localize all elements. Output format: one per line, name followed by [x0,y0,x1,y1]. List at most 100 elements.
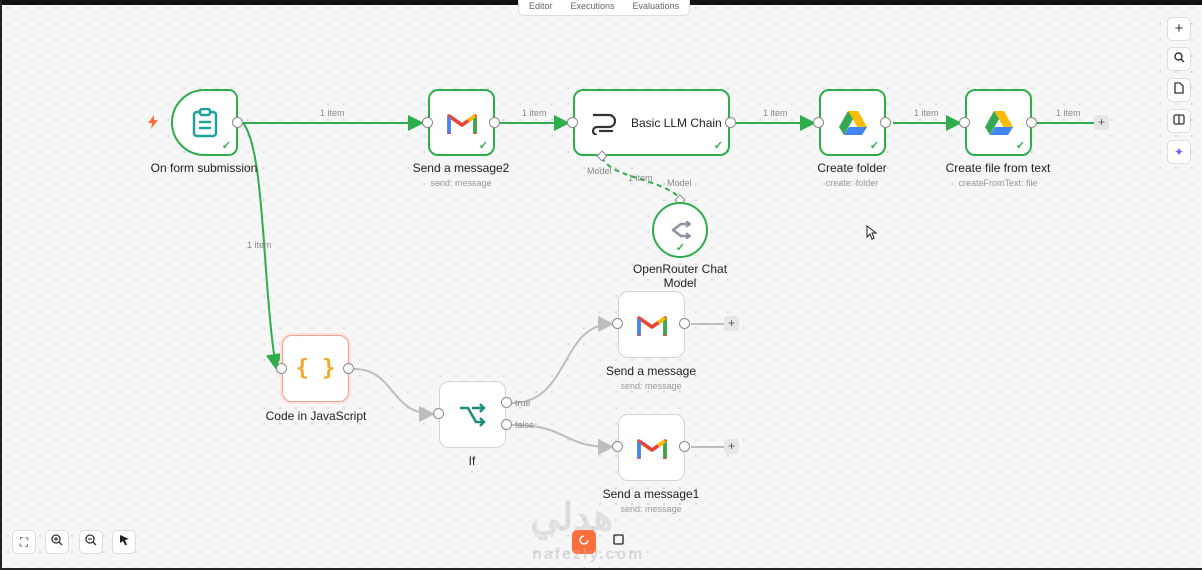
node-label: Create folder [817,161,887,175]
node-label: Send a message2 [412,161,510,175]
edge-label-items: 1 item [320,108,345,118]
edge-if-true[interactable] [511,316,614,404]
node-label: Create file from text [945,161,1051,175]
window-left-edge [0,0,2,570]
output-port[interactable] [232,117,243,128]
execute-workflow-button[interactable] [572,530,596,554]
input-port[interactable] [276,363,287,374]
sticky-note-icon[interactable] [1167,78,1191,102]
edge-label-items: 1 item [628,173,653,183]
node-code-in-javascript[interactable]: { } [282,335,349,402]
edge-if-false[interactable] [511,424,614,455]
node-label: If [468,454,476,468]
add-node-icon[interactable]: + [1167,17,1191,41]
input-port[interactable] [422,117,433,128]
output-port[interactable] [880,117,891,128]
view-tabs: Editor Executions Evaluations [518,0,691,16]
edge-trigger-code[interactable] [242,122,282,370]
node-title: Basic LLM Chain [631,115,722,130]
output-port[interactable] [725,117,736,128]
edge-label-items: 1 item [522,108,547,118]
node-label: Send a message [605,364,697,378]
input-port[interactable] [959,117,970,128]
output-port[interactable] [679,318,690,329]
if-false-label: false [515,420,535,430]
watermark-logo: هدلي [530,497,614,539]
success-check-icon: ✓ [478,140,488,152]
mouse-cursor-icon [866,225,877,240]
google-drive-icon [838,110,867,135]
search-icon[interactable] [1167,47,1191,71]
stop-icon [612,534,624,545]
add-node-button[interactable]: + [724,439,739,454]
success-check-icon: ✓ [869,140,879,152]
tab-executions[interactable]: Executions [570,1,615,11]
openrouter-icon [671,221,691,239]
model-port-label: Model [587,166,612,176]
input-port[interactable] [433,408,444,419]
google-drive-icon [984,110,1013,135]
node-label: Send a message1 [602,487,700,501]
success-check-icon: ✓ [675,242,685,254]
false-output-port[interactable] [501,419,512,430]
panel-icon[interactable] [1167,109,1191,133]
node-send-a-message1[interactable] [618,414,685,481]
branch-icon [459,402,486,427]
output-port[interactable] [679,441,690,452]
node-create-file-from-text[interactable]: ✓ [965,89,1032,156]
window-bottom-edge [0,568,1202,570]
code-braces-icon: { } [295,356,336,381]
fit-view-icon[interactable]: ⛶ [12,530,36,554]
true-output-port[interactable] [501,397,512,408]
node-label: OpenRouter Chat Model [632,262,728,290]
gmail-icon [636,438,667,459]
gmail-icon [446,113,477,134]
gmail-icon [636,315,667,336]
node-send-a-message[interactable] [618,291,685,358]
watermark-url: nafezly.com [532,546,645,563]
edge-label-items: 1 item [763,108,788,118]
success-check-icon: ✓ [713,140,723,152]
node-create-folder[interactable]: ✓ [819,89,886,156]
node-sublabel: send: message [620,504,682,514]
node-sublabel: createFromText: file [958,178,1038,188]
edge-code-if[interactable] [353,368,435,422]
zoom-out-icon[interactable] [79,530,103,554]
node-sublabel: send: message [620,381,682,391]
output-port[interactable] [343,363,354,374]
input-port[interactable] [612,318,623,329]
stop-button[interactable] [606,530,630,554]
input-port[interactable] [612,441,623,452]
node-label: Code in JavaScript [265,409,367,423]
output-port[interactable] [1026,117,1037,128]
edge-label-items: 1 item [247,240,272,250]
tab-evaluations[interactable]: Evaluations [632,1,680,11]
lightning-icon [148,115,158,129]
success-check-icon: ✓ [1015,140,1025,152]
model-port-label: Model [667,178,692,188]
input-port[interactable] [813,117,824,128]
zoom-in-icon[interactable] [45,530,69,554]
node-sublabel: send: message [430,178,492,188]
input-port[interactable] [567,117,578,128]
pointer-icon[interactable] [112,530,136,554]
node-on-form-submission[interactable]: ✓ [171,89,238,156]
node-if[interactable] [439,381,506,448]
add-node-button[interactable]: + [1094,115,1109,130]
node-label: On form submission [150,161,258,175]
ai-sparkle-icon[interactable]: ✦ [1167,140,1191,164]
node-send-a-message2[interactable]: ✓ [428,89,495,156]
edge-label-items: 1 item [914,108,939,118]
node-basic-llm-chain[interactable]: Basic LLM Chain ✓ [573,89,730,156]
chain-link-icon [591,113,617,135]
success-check-icon: ✓ [221,140,231,152]
tab-editor[interactable]: Editor [529,1,553,11]
add-node-button[interactable]: + [724,316,739,331]
node-openrouter-chat-model[interactable]: ✓ [652,202,708,258]
clipboard-icon [192,107,217,137]
output-port[interactable] [489,117,500,128]
edge-label-items: 1 item [1056,108,1081,118]
node-sublabel: create: folder [825,178,879,188]
refresh-icon [579,535,589,545]
